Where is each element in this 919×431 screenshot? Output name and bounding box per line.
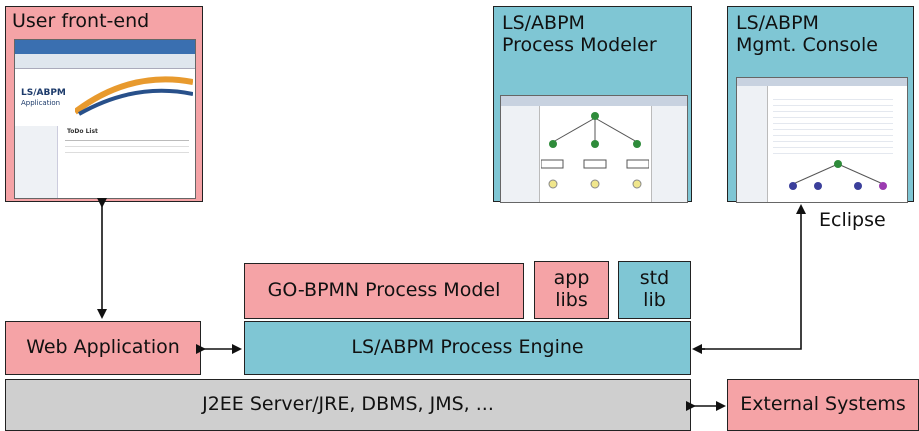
- frontend-screenshot: LS/ABPM Application ToDo List: [14, 39, 196, 199]
- process-engine-box: LS/ABPM Process Engine: [244, 321, 691, 375]
- frontend-list-title: ToDo List: [67, 128, 98, 135]
- user-frontend-box: User front-end LS/ABPM Application ToDo …: [5, 6, 203, 202]
- user-frontend-label: User front-end: [12, 10, 150, 32]
- console-diagram: [789, 160, 887, 190]
- app-libs-box: app libs: [534, 261, 609, 319]
- process-modeler-box: LS/ABPM Process Modeler: [493, 6, 692, 203]
- frontend-app-title: LS/ABPM: [21, 88, 66, 98]
- process-modeler-label: LS/ABPM Process Modeler: [502, 12, 657, 56]
- mgmt-console-box: LS/ABPM Mgmt. Console: [727, 6, 914, 203]
- mgmt-console-label: LS/ABPM Mgmt. Console: [736, 12, 878, 56]
- modeler-diagram: [541, 112, 649, 189]
- console-screenshot: [736, 77, 908, 203]
- frontend-swoosh: [75, 76, 193, 116]
- go-bpmn-box: GO-BPMN Process Model: [244, 263, 524, 319]
- frontend-app-subtitle: Application: [21, 99, 61, 107]
- modeler-screenshot: [500, 95, 688, 203]
- std-lib-box: std lib: [618, 261, 691, 319]
- web-application-box: Web Application: [5, 321, 201, 375]
- engine-console-arrow: [695, 204, 806, 350]
- external-systems-box: External Systems: [727, 379, 919, 431]
- eclipse-label: Eclipse: [819, 209, 886, 231]
